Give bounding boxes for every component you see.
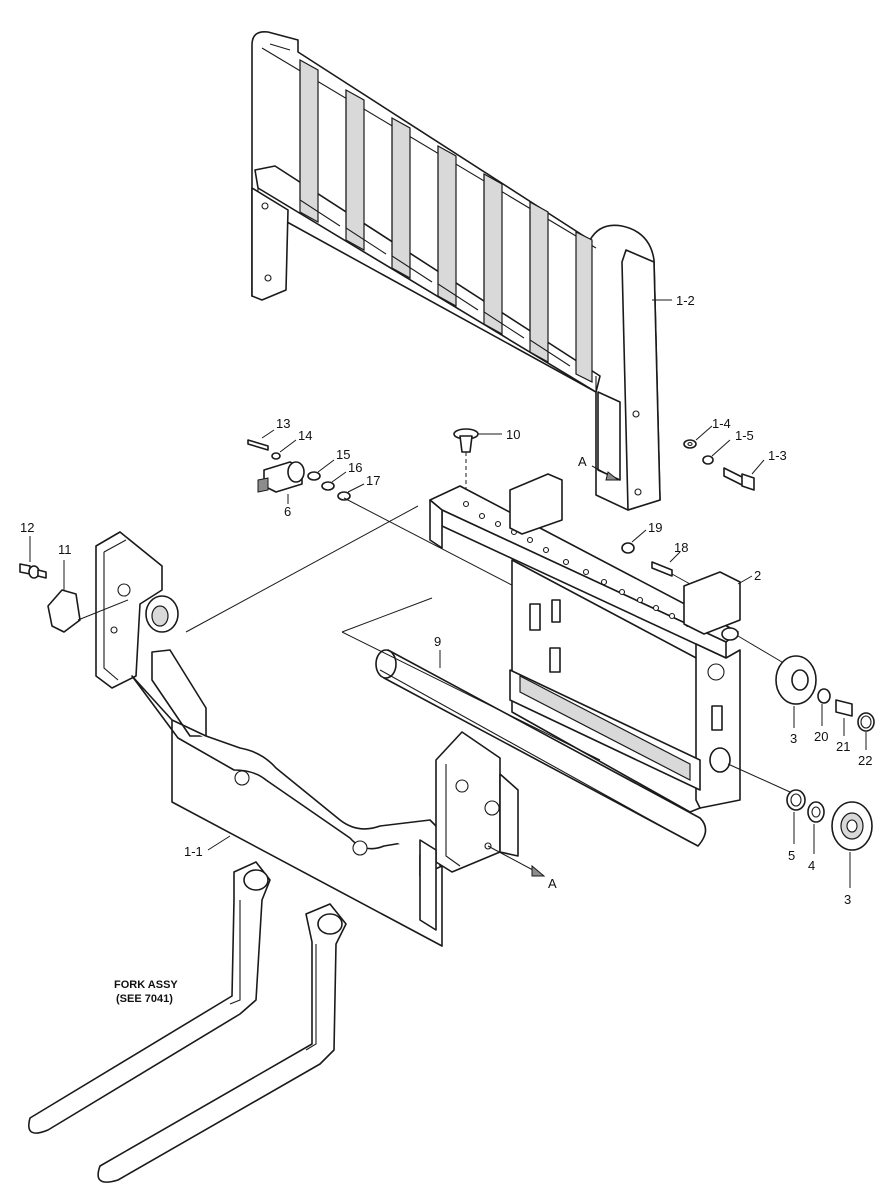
label-18: 18 — [674, 540, 688, 555]
label-16: 16 — [348, 460, 362, 475]
label-20: 20 — [814, 729, 828, 744]
pin-part-10: 10 — [453, 427, 520, 492]
label-1-2: 1-2 — [676, 293, 695, 308]
label-6: 6 — [284, 504, 291, 519]
label-view-a-bottom: A — [548, 876, 557, 891]
frame-part-1-1: 1-1 — [95, 531, 519, 947]
label-14: 14 — [298, 428, 312, 443]
label-3-upper: 3 — [790, 731, 797, 746]
cover-11-bolt-12: 12 11 — [19, 520, 129, 633]
fork-assembly: FORK ASSY (SEE 7041) — [28, 861, 347, 1183]
label-10: 10 — [506, 427, 520, 442]
label-17: 17 — [366, 473, 380, 488]
label-1-5: 1-5 — [735, 428, 754, 443]
upper-roller-group: 3 20 21 22 — [737, 635, 875, 768]
label-22: 22 — [858, 753, 872, 768]
label-1-1: 1-1 — [184, 844, 203, 859]
sideshifter-part-2: 2 — [429, 473, 761, 813]
label-11: 11 — [58, 542, 72, 557]
backrest-hardware: 1-4 1-5 1-3 — [683, 416, 787, 491]
label-21: 21 — [836, 739, 850, 754]
load-backrest: 1-2 — [251, 30, 695, 511]
label-4: 4 — [808, 858, 815, 873]
shaft-part-9: 9 — [375, 634, 707, 847]
fork-note-line1: FORK ASSY — [114, 979, 178, 991]
label-9: 9 — [434, 634, 441, 649]
bolt-18-nut-19: 19 18 — [621, 520, 691, 585]
label-view-a-top: A — [578, 454, 587, 469]
label-13: 13 — [276, 416, 290, 431]
backrest-slats — [299, 58, 593, 383]
label-12: 12 — [20, 520, 34, 535]
fork-note-line2: (SEE 7041) — [116, 993, 173, 1005]
label-2: 2 — [754, 568, 761, 583]
view-arrow-a-top: A — [578, 454, 620, 481]
label-15: 15 — [336, 447, 350, 462]
label-1-3: 1-3 — [768, 448, 787, 463]
label-5: 5 — [788, 848, 795, 863]
view-arrow-a-bottom: A — [487, 845, 557, 891]
label-1-4: 1-4 — [712, 416, 731, 431]
label-19: 19 — [648, 520, 662, 535]
lower-roller-group: 5 4 3 — [727, 763, 873, 907]
label-3-lower: 3 — [844, 892, 851, 907]
